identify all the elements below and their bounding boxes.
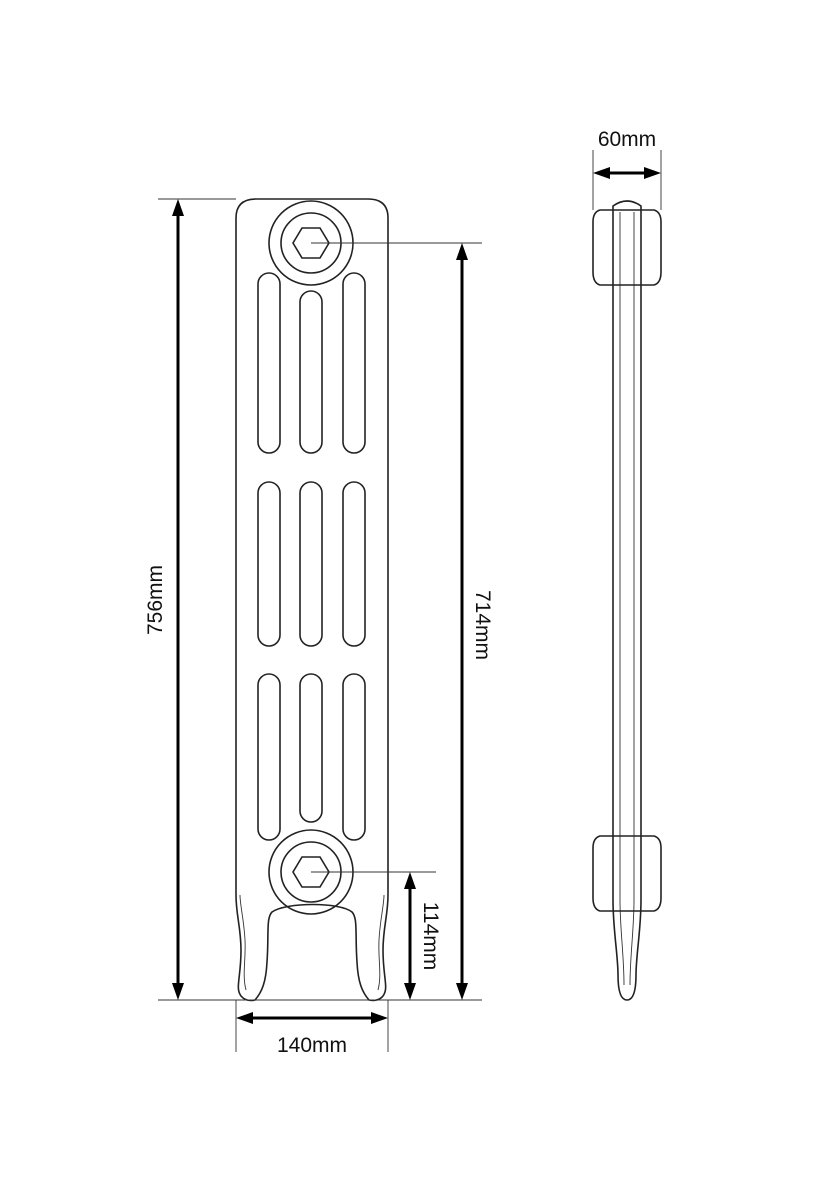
dimension-overall-height: 756mm — [144, 199, 184, 1000]
radiator-body-outline — [235, 198, 389, 1002]
side-column-inner — [619, 212, 625, 986]
leg-inner-contour-right — [377, 894, 385, 991]
dimension-width: 140mm — [236, 1012, 388, 1057]
label-pipe-height: 114mm — [419, 902, 442, 970]
label-overall-height: 756mm — [144, 565, 167, 635]
extension-lines — [158, 150, 662, 1052]
label-pipe-centres: 714mm — [471, 590, 494, 660]
slot-row-1 — [257, 272, 366, 454]
side-column-outline — [612, 200, 642, 1001]
dimension-depth: 60mm — [593, 128, 661, 179]
leg-inner-contour — [239, 894, 247, 991]
radiator-side-view — [592, 200, 662, 1001]
radiator-front-view — [235, 198, 389, 1002]
side-top-boss — [592, 209, 662, 286]
label-width: 140mm — [277, 1034, 347, 1057]
label-depth: 60mm — [598, 128, 656, 151]
side-column-inner-right — [629, 212, 635, 986]
dimension-pipe-height: 114mm — [404, 872, 442, 1000]
side-bottom-boss — [592, 835, 662, 912]
slot-row-3 — [257, 673, 366, 841]
dimension-pipe-centres: 714mm — [456, 243, 494, 1000]
slot-row-2 — [257, 481, 366, 647]
